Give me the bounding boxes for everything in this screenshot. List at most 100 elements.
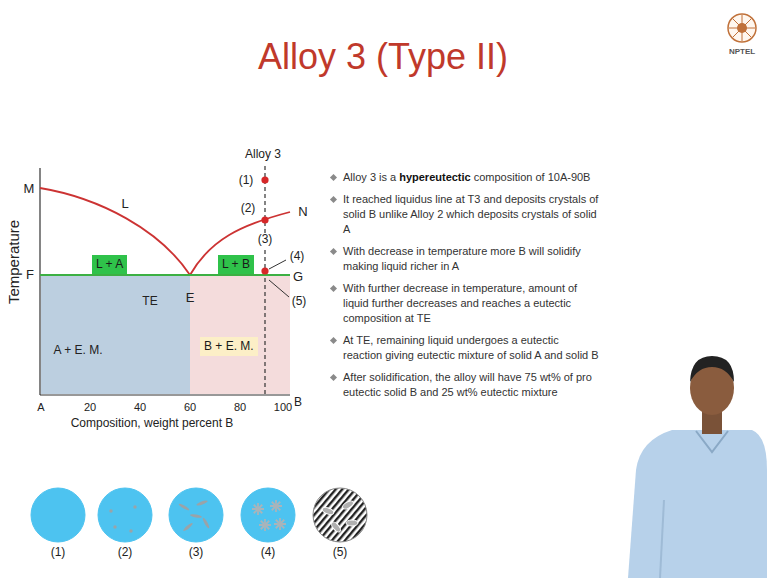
- alloy-line: [264, 166, 265, 395]
- state-dot: [261, 176, 268, 183]
- phase-label-box: L + B: [218, 255, 254, 274]
- region-label: L + A: [96, 257, 123, 272]
- crystal-dot: [133, 505, 136, 508]
- microstructure-circle: (1): [28, 487, 88, 565]
- bullet-point: With further decrease in temperature, am…: [330, 281, 600, 326]
- region-label: A + E. M.: [53, 343, 102, 357]
- tick-label: B: [294, 396, 302, 410]
- proeutectic-crystal: [346, 520, 358, 526]
- microstructure-disc: [169, 488, 223, 542]
- alloy-label: Alloy 3: [245, 148, 281, 162]
- bullet-point: At TE, remaining liquid undergoes a eute…: [330, 333, 600, 363]
- logo-ring: [728, 14, 756, 42]
- crystal-needle: [190, 513, 202, 518]
- state-dot: [261, 267, 268, 274]
- phase-label-box: L + A: [92, 255, 127, 274]
- logo-spokes: [729, 15, 755, 41]
- crystal-detail: [109, 505, 136, 532]
- stage-number: (2): [95, 545, 155, 559]
- bullet-text: With further decrease in temperature, am…: [343, 282, 577, 324]
- point-letter: N: [298, 205, 307, 220]
- bullet-text: At TE, remaining liquid undergoes a eute…: [343, 334, 599, 361]
- liquidus-curve: [190, 212, 290, 275]
- microstructure-circle: (4): [238, 487, 298, 565]
- bullet-point: With decrease in temperature more B will…: [330, 244, 600, 274]
- bullet-text: Alloy 3 is a: [343, 171, 396, 183]
- bullet-marker: [330, 196, 337, 203]
- pink-region: [190, 276, 290, 394]
- slide-title: Alloy 3 (Type II): [258, 36, 508, 77]
- callout-number: (5): [292, 295, 307, 309]
- crystal-dot: [129, 529, 132, 532]
- bullet-point: Alloy 3 is ahypereutecticcomposition of …: [330, 170, 600, 185]
- phase-label-box: B + E. M.: [200, 337, 258, 356]
- tick-label: A: [37, 401, 44, 414]
- bullet-text: composition of 10A-90B: [474, 171, 591, 183]
- region-label: L + B: [222, 257, 250, 272]
- bullet-marker: [330, 248, 337, 255]
- stage-number: (1): [28, 545, 88, 559]
- callout-number: (3): [256, 233, 275, 247]
- crystal-dendrite: [254, 505, 262, 513]
- phase-letter: L: [121, 197, 128, 212]
- microstructure-disc: [31, 488, 85, 542]
- bullet-text: hypereutectic: [399, 171, 471, 183]
- callout-number: (4): [290, 250, 305, 264]
- circle-shape: [238, 487, 298, 543]
- region-label: B + E. M.: [204, 339, 254, 354]
- crystal-dendrite: [276, 520, 284, 528]
- leader-line: [269, 260, 286, 269]
- microstructure-disc: [313, 488, 367, 542]
- circle-shape: [28, 487, 88, 543]
- crystal-needle: [196, 500, 208, 507]
- crystal-needle: [202, 517, 211, 529]
- stage-number: (5): [310, 545, 370, 559]
- point-letter: F: [26, 268, 34, 283]
- callout-number: (1): [239, 174, 254, 188]
- lecturer-arm: [660, 500, 664, 578]
- state-dot: [261, 216, 268, 223]
- stage-number: (4): [238, 545, 298, 559]
- x-axis: [40, 394, 290, 395]
- crystal-dot: [113, 525, 116, 528]
- microstructure-circle: (2): [95, 487, 155, 565]
- callout-number: (2): [241, 202, 256, 216]
- bullet-marker: [330, 374, 337, 381]
- crystal-needle: [182, 522, 193, 532]
- microstructure-circle: (5): [310, 487, 370, 565]
- crystal-detail: [252, 500, 286, 531]
- bullet-point: It reached liquidus line at T3 and depos…: [330, 192, 600, 237]
- point-letter: M: [24, 182, 35, 197]
- crystal-detail: [178, 500, 210, 532]
- tick-label: 40: [134, 401, 146, 414]
- phase-region: TEA + E. M.: [41, 276, 190, 394]
- point-letter: E: [186, 291, 195, 306]
- tick-label: 100: [274, 401, 292, 414]
- logo-icon: [728, 14, 756, 42]
- bullet-point: After solidification, the alloy will hav…: [330, 370, 600, 400]
- crystal-detail: [321, 499, 358, 533]
- crystal-dendrite: [272, 502, 280, 510]
- microstructure-disc: [241, 488, 295, 542]
- proeutectic-crystal: [341, 499, 354, 510]
- tick-label: 20: [84, 401, 96, 414]
- microstructure-circle: (3): [166, 487, 226, 565]
- liquidus-curve: [40, 188, 190, 275]
- circle-shape: [166, 487, 226, 543]
- lecturer-hair: [690, 356, 734, 382]
- circle-shape: [95, 487, 155, 543]
- lecturer-collar: [696, 431, 728, 452]
- lecturer-figure: [628, 356, 767, 578]
- bullet-text: It reached liquidus line at T3 and depos…: [343, 193, 598, 235]
- crystal-dot: [109, 509, 112, 512]
- bullet-marker: [330, 285, 337, 292]
- bullet-text: After solidification, the alloy will hav…: [343, 371, 592, 398]
- crystal-dendrite: [261, 521, 269, 529]
- logo-text: NPTEL: [729, 47, 755, 56]
- leader-line: [269, 280, 289, 297]
- stage-number: (3): [166, 545, 226, 559]
- microstructure-disc: [98, 488, 152, 542]
- lecturer-shirt: [628, 430, 767, 578]
- circle-shape: [310, 487, 370, 543]
